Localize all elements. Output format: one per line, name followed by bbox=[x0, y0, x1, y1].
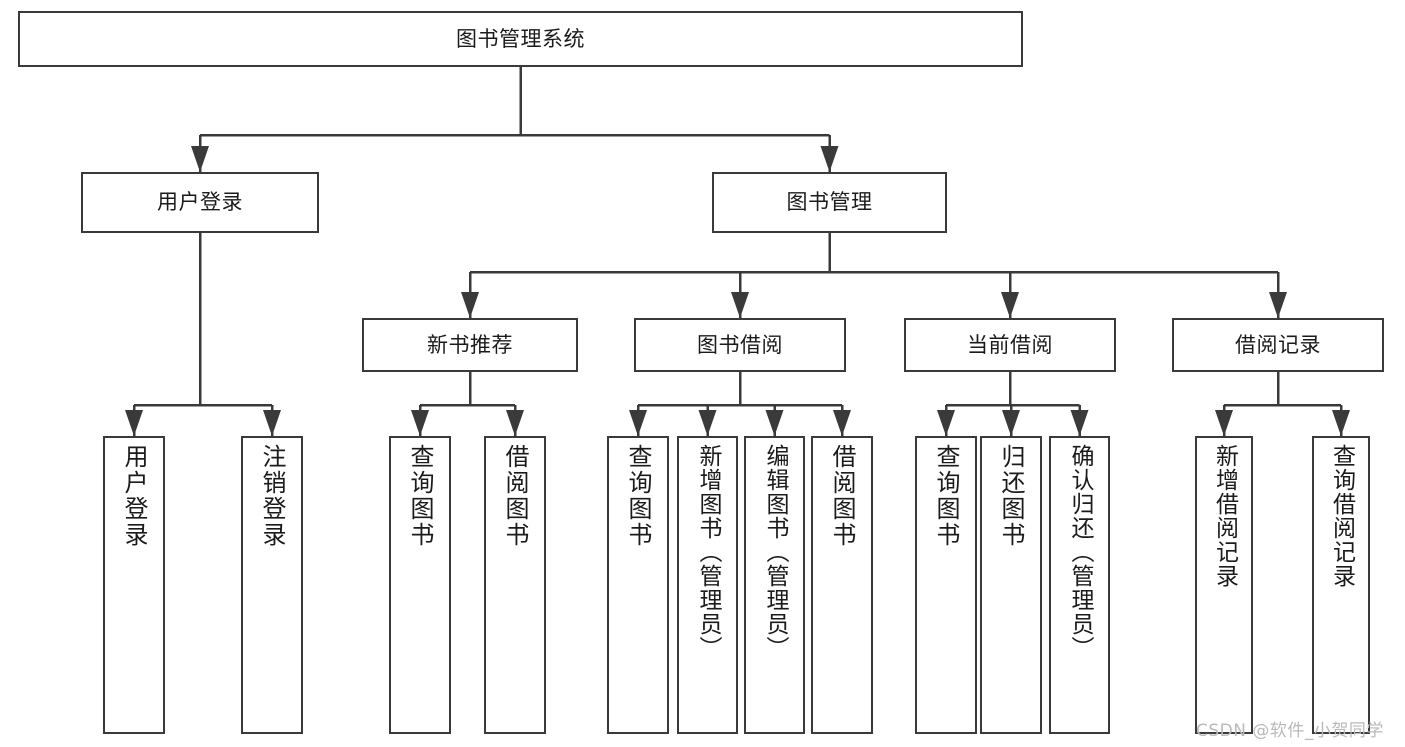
node-label: 用户登录 bbox=[120, 444, 148, 548]
node-leaf1[interactable]: 用户登录 bbox=[103, 436, 165, 734]
node-label: 借阅图书 bbox=[501, 444, 529, 548]
node-leaf2[interactable]: 注销登录 bbox=[241, 436, 303, 734]
node-newbooks[interactable]: 新书推荐 bbox=[362, 318, 578, 372]
node-label: 查询借阅记录 bbox=[1328, 444, 1355, 588]
node-label: 编辑图书（管理员） bbox=[762, 444, 788, 660]
node-leaf12[interactable]: 新增借阅记录 bbox=[1195, 436, 1253, 734]
node-leaf4[interactable]: 借阅图书 bbox=[484, 436, 546, 734]
node-leaf9[interactable]: 查询图书 bbox=[915, 436, 977, 734]
node-current[interactable]: 当前借阅 bbox=[904, 318, 1116, 372]
node-label: 图书借阅 bbox=[697, 332, 783, 357]
node-leaf3[interactable]: 查询图书 bbox=[389, 436, 451, 734]
node-leaf8[interactable]: 借阅图书 bbox=[811, 436, 873, 734]
node-label: 新增图书（管理员） bbox=[695, 444, 721, 660]
node-label: 图书管理系统 bbox=[456, 26, 585, 51]
node-label: 用户登录 bbox=[157, 190, 243, 215]
node-label: 图书管理 bbox=[786, 190, 873, 215]
node-leaf5[interactable]: 查询图书 bbox=[607, 436, 669, 734]
node-label: 归还图书 bbox=[997, 444, 1025, 548]
node-root[interactable]: 图书管理系统 bbox=[18, 11, 1023, 67]
node-label: 新书推荐 bbox=[427, 332, 513, 357]
node-leaf6[interactable]: 新增图书（管理员） bbox=[677, 436, 738, 734]
node-leaf10[interactable]: 归还图书 bbox=[980, 436, 1042, 734]
node-label: 新增借阅记录 bbox=[1211, 444, 1238, 588]
node-label: 确认归还（管理员） bbox=[1067, 444, 1093, 660]
node-leaf7[interactable]: 编辑图书（管理员） bbox=[744, 436, 805, 734]
node-label: 查询图书 bbox=[932, 444, 960, 548]
node-label: 查询图书 bbox=[406, 444, 434, 548]
node-records[interactable]: 借阅记录 bbox=[1172, 318, 1384, 372]
watermark-label: CSDN @软件_小贺同学 bbox=[1196, 721, 1384, 741]
node-label: 注销登录 bbox=[258, 444, 286, 548]
node-leaf11[interactable]: 确认归还（管理员） bbox=[1049, 436, 1110, 734]
node-leaf13[interactable]: 查询借阅记录 bbox=[1312, 436, 1370, 734]
node-label: 当前借阅 bbox=[967, 332, 1053, 357]
node-label: 借阅图书 bbox=[828, 444, 856, 548]
node-label: 查询图书 bbox=[624, 444, 652, 548]
node-label: 借阅记录 bbox=[1235, 332, 1321, 357]
node-bookmgmt[interactable]: 图书管理 bbox=[712, 172, 947, 233]
node-borrow[interactable]: 图书借阅 bbox=[634, 318, 846, 372]
node-login[interactable]: 用户登录 bbox=[81, 172, 319, 233]
